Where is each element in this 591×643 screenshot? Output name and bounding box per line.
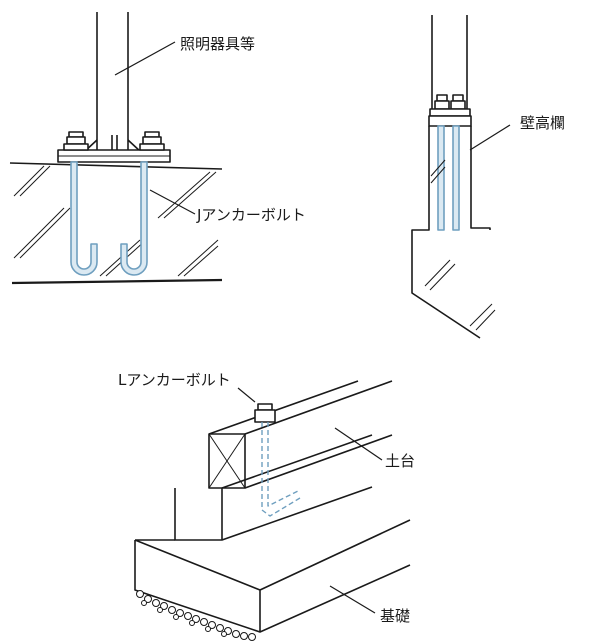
j-bolt-left — [70, 161, 98, 276]
j-bolt-right — [120, 161, 148, 276]
leader-l-bolt — [237, 387, 256, 403]
label-foundation: 基礎 — [380, 607, 410, 625]
ground-bottom-line — [11, 278, 223, 285]
figure-j-anchor-bolt — [9, 12, 223, 285]
figure-l-anchor-bolt — [134, 380, 411, 641]
parapet-outline — [411, 126, 491, 339]
label-fixture: 照明器具等 — [180, 35, 255, 53]
parapet-hatching — [424, 159, 496, 331]
l-bolt — [254, 403, 301, 517]
parapet-bolt-left — [437, 125, 445, 231]
parapet-sleeve — [428, 115, 472, 127]
gravel — [136, 590, 256, 641]
figure-parapet — [411, 15, 511, 339]
label-j-bolt: Jアンカーボルト — [196, 206, 306, 224]
label-parapet: 壁高欄 — [520, 114, 565, 132]
label-sill: 土台 — [385, 452, 415, 470]
sill-top-edge — [208, 380, 393, 489]
leader-sill — [334, 427, 383, 461]
leader-foundation — [329, 585, 376, 614]
parapet-nuts — [429, 94, 471, 117]
parapet-bolt-right — [452, 125, 460, 231]
nut-right — [139, 131, 165, 151]
light-pole — [83, 12, 142, 153]
foundation-upper-step — [174, 434, 373, 541]
ground-surface-line — [9, 162, 223, 170]
sill-cross-hatch — [208, 433, 246, 489]
leader-parapet — [469, 124, 511, 151]
label-l-bolt: Lアンカーボルト — [118, 371, 231, 389]
leader-j-bolt — [149, 189, 196, 215]
foundation-lower-step — [134, 519, 411, 633]
concrete-hatching — [13, 165, 219, 277]
nut-left — [63, 131, 89, 151]
leader-fixture — [114, 41, 176, 76]
